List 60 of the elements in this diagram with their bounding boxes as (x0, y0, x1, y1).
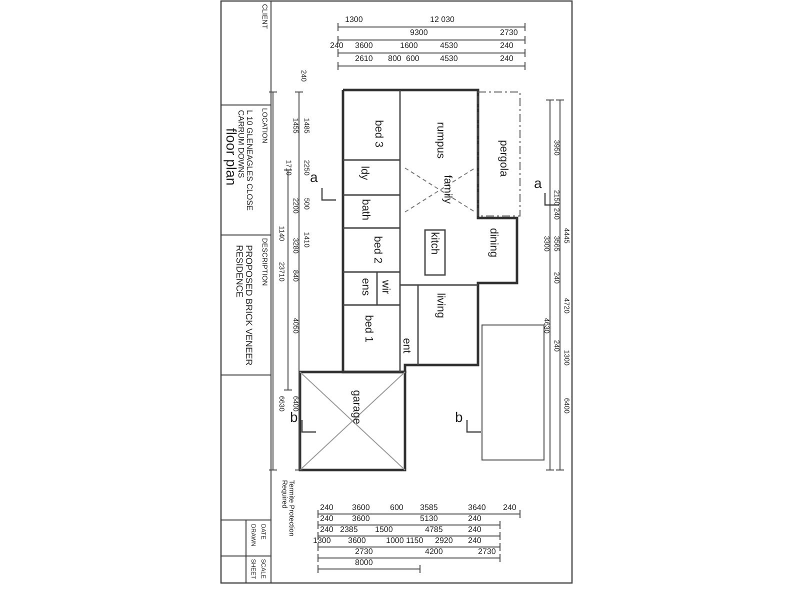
dimension-text: 240 (503, 504, 516, 512)
dimension-text: 240 (468, 537, 482, 546)
dimension-text: 240 (468, 526, 482, 534)
dimension-text: 2730 (355, 548, 373, 556)
dimension-text: 4785 (425, 526, 443, 534)
room-label: living (434, 293, 446, 318)
dimension-text: 12 030 (430, 16, 454, 24)
room-label: family (441, 175, 453, 204)
dimension-text: 2610 (355, 55, 373, 64)
dimension-text: 2385 (340, 526, 358, 534)
dimension-text: 4530 (440, 55, 458, 64)
dimension-text: 240 (500, 55, 514, 64)
dimension-text: 240 (320, 504, 334, 512)
dimension-text: 1600 (400, 42, 418, 50)
section-marker-label: a (534, 176, 542, 191)
room-label: garage (350, 390, 362, 424)
dimension-text: 3600 (352, 515, 370, 524)
dimension-text: 240 (320, 526, 334, 534)
dimension-text: 800 (388, 55, 402, 64)
location-text: L 10 GLENEAGLES CLOSE CARRUM DOWNS (236, 110, 253, 213)
dimension-text: 3600 (348, 537, 366, 546)
dimension-text: 240 (468, 515, 482, 524)
dimension-text: 240 (500, 42, 514, 50)
dimension-text: 3600 (352, 504, 370, 512)
dimension-text: 240 (330, 42, 344, 50)
room-label: ldy (358, 166, 370, 180)
dimension-text: 600 (390, 504, 404, 512)
dimension-text: 9300 (410, 29, 428, 38)
room-label: rumpus (434, 122, 446, 159)
description-text: PROPOSED BRICK VENEER RESIDENCE (234, 245, 253, 368)
dimension-text: 1300 (313, 537, 331, 546)
dimension-text: 8000 (355, 559, 373, 568)
dimension-text: 4200 (425, 548, 443, 556)
dimension-text: 4530 (440, 42, 458, 50)
dimension-text: 1500 (375, 526, 393, 534)
section-marker-label: b (290, 410, 298, 425)
room-label: ent (400, 338, 412, 354)
drawing-title: floor plan (224, 128, 239, 186)
dimension-text: 1150 (406, 537, 424, 546)
dimension-text: 5130 (420, 515, 438, 524)
dimension-text: 240 (320, 515, 334, 524)
section-marker-label: a (310, 170, 318, 185)
dimension-text: 2730 (478, 548, 496, 556)
room-label: bed 1 (362, 315, 374, 343)
room-label: pergola (497, 140, 509, 177)
room-label: bed 2 (371, 236, 383, 264)
room-label: bath (359, 199, 371, 220)
dimension-text: 2920 (435, 537, 453, 546)
room-label: bed 3 (372, 120, 384, 148)
room-label: wir (379, 280, 391, 294)
room-label: dining (487, 228, 499, 258)
dimension-text: 3585 (420, 504, 438, 512)
dimension-text: 3640 (468, 504, 486, 512)
dimension-text: 600 (406, 55, 420, 64)
dimension-text: 2730 (500, 29, 518, 38)
section-marker-label: b (455, 410, 463, 425)
room-label: ens (359, 278, 371, 296)
dimension-text: 1300 (345, 16, 363, 24)
dimension-text: 3600 (355, 42, 373, 50)
dimension-text: 1000 (386, 537, 404, 546)
